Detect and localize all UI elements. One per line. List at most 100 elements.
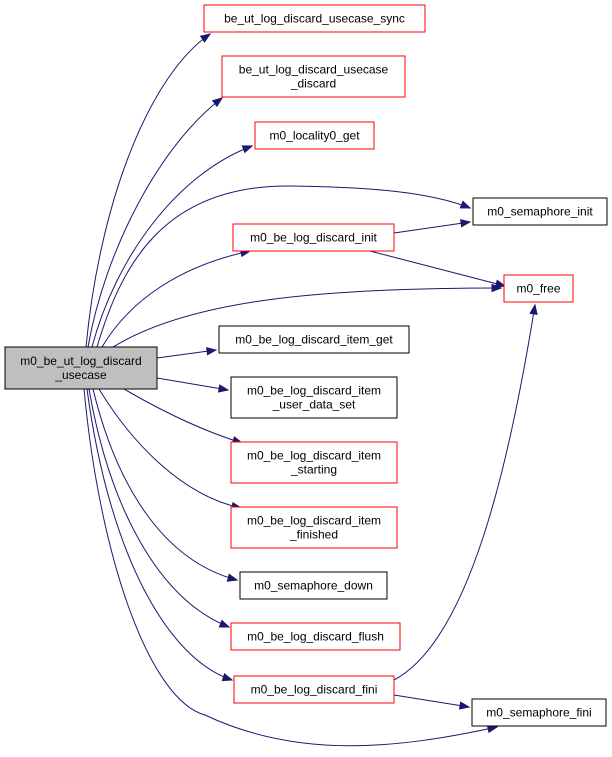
edge-line [393, 304, 536, 681]
edge-loginit-to-seminit [393, 219, 472, 234]
edge-line [369, 250, 506, 287]
node-label: m0_be_log_discard_fini [251, 683, 378, 697]
edge-line [85, 33, 211, 348]
arrowhead [459, 200, 472, 209]
node-box [221, 55, 406, 98]
node-box [230, 376, 398, 419]
node-label: m0_be_log_discard_item [247, 514, 381, 528]
node-flush[interactable]: m0_be_log_discard_flush [230, 622, 401, 651]
arrowhead [221, 673, 234, 682]
edges-layer [83, 33, 538, 747]
node-sync[interactable]: be_ut_log_discard_usecase_sync [203, 4, 426, 33]
node-box [472, 197, 608, 226]
edge-line [112, 287, 502, 348]
edge-root-to-sync [85, 33, 212, 348]
arrowhead [199, 33, 212, 43]
arrowhead [226, 573, 239, 582]
edge-line [91, 145, 253, 348]
arrowhead [211, 97, 224, 108]
edge-root-to-semdown [92, 388, 239, 582]
arrowhead [486, 724, 499, 734]
edge-line [156, 377, 229, 391]
node-seminit[interactable]: m0_semaphore_init [472, 197, 608, 226]
node-label: m0_be_log_discard_init [250, 231, 377, 245]
edge-loginit-to-free [369, 250, 507, 288]
edge-line [87, 97, 223, 348]
node-userdata[interactable]: m0_be_log_discard_item_user_data_set [230, 376, 398, 419]
node-free[interactable]: m0_free [503, 274, 574, 303]
edge-fini-to-free [393, 303, 538, 681]
edge-root-to-fini [86, 388, 234, 682]
arrowhead [217, 384, 230, 393]
node-starting[interactable]: m0_be_log_discard_item_starting [230, 441, 398, 484]
node-label: m0_free [516, 282, 560, 296]
node-box [471, 698, 607, 727]
node-fini[interactable]: m0_be_log_discard_fini [233, 675, 395, 704]
arrowhead [218, 619, 231, 628]
edge-line [393, 694, 470, 708]
node-box [230, 622, 401, 651]
arrowhead [458, 701, 471, 710]
edge-line [88, 388, 230, 628]
node-label: _discard [290, 77, 336, 91]
node-label: _user_data_set [272, 398, 356, 412]
node-label: _usecase [54, 368, 107, 382]
edge-root-to-starting [123, 388, 244, 445]
node-box [239, 571, 388, 600]
arrowhead [459, 219, 472, 228]
arrowhead [241, 145, 254, 154]
node-box [503, 274, 574, 303]
node-box [232, 223, 395, 252]
edge-fini-to-semfini [393, 694, 471, 710]
arrowhead [206, 347, 218, 356]
node-label: m0_be_log_discard_item_get [235, 333, 393, 347]
edge-root-to-itemget [156, 347, 218, 359]
edge-line [96, 185, 471, 348]
node-root: m0_be_ut_log_discard_usecase [4, 346, 158, 390]
node-box [203, 4, 426, 33]
edge-root-to-flush [88, 388, 231, 628]
node-label: be_ut_log_discard_usecase_sync [224, 12, 405, 26]
node-label: m0_be_log_discard_item [247, 384, 381, 398]
arrowhead [494, 279, 507, 288]
edge-line [101, 250, 251, 348]
node-label: m0_semaphore_down [254, 579, 373, 593]
edge-root-to-userdata [156, 377, 230, 393]
node-box [4, 346, 158, 390]
edge-line [123, 388, 243, 444]
node-box [218, 325, 410, 354]
node-semdown[interactable]: m0_semaphore_down [239, 571, 388, 600]
nodes-layer: m0_be_ut_log_discard_usecase be_ut_log_di… [4, 4, 608, 727]
node-label: m0_be_ut_log_discard [20, 354, 141, 368]
edge-root-to-seminit [96, 185, 472, 348]
edge-root-to-usediscard [87, 97, 224, 348]
node-label: m0_locality0_get [269, 129, 360, 143]
node-locality[interactable]: m0_locality0_get [254, 121, 375, 150]
arrowhead [529, 303, 538, 316]
edge-root-to-locality [91, 145, 254, 348]
node-itemget[interactable]: m0_be_log_discard_item_get [218, 325, 410, 354]
edge-line [92, 388, 238, 581]
edge-line [83, 388, 498, 747]
edge-root-to-finished [98, 388, 243, 511]
node-loginit[interactable]: m0_be_log_discard_init [232, 223, 395, 252]
node-finished[interactable]: m0_be_log_discard_item_finished [230, 506, 398, 549]
node-box [233, 675, 395, 704]
node-label: m0_be_log_discard_item [247, 449, 381, 463]
node-label: m0_be_log_discard_flush [247, 630, 384, 644]
node-box [230, 506, 398, 549]
node-box [230, 441, 398, 484]
node-label: m0_semaphore_init [487, 205, 593, 219]
edge-line [86, 388, 233, 681]
edge-line [156, 349, 217, 359]
node-label: be_ut_log_discard_usecase [239, 63, 389, 77]
node-usediscard[interactable]: be_ut_log_discard_usecase_discard [221, 55, 406, 98]
node-label: m0_semaphore_fini [486, 706, 591, 720]
node-label: _starting [290, 463, 337, 477]
edge-line [393, 221, 471, 234]
node-box [254, 121, 375, 150]
edge-line [98, 388, 242, 509]
node-semfini[interactable]: m0_semaphore_fini [471, 698, 607, 727]
node-label: _finished [289, 528, 338, 542]
